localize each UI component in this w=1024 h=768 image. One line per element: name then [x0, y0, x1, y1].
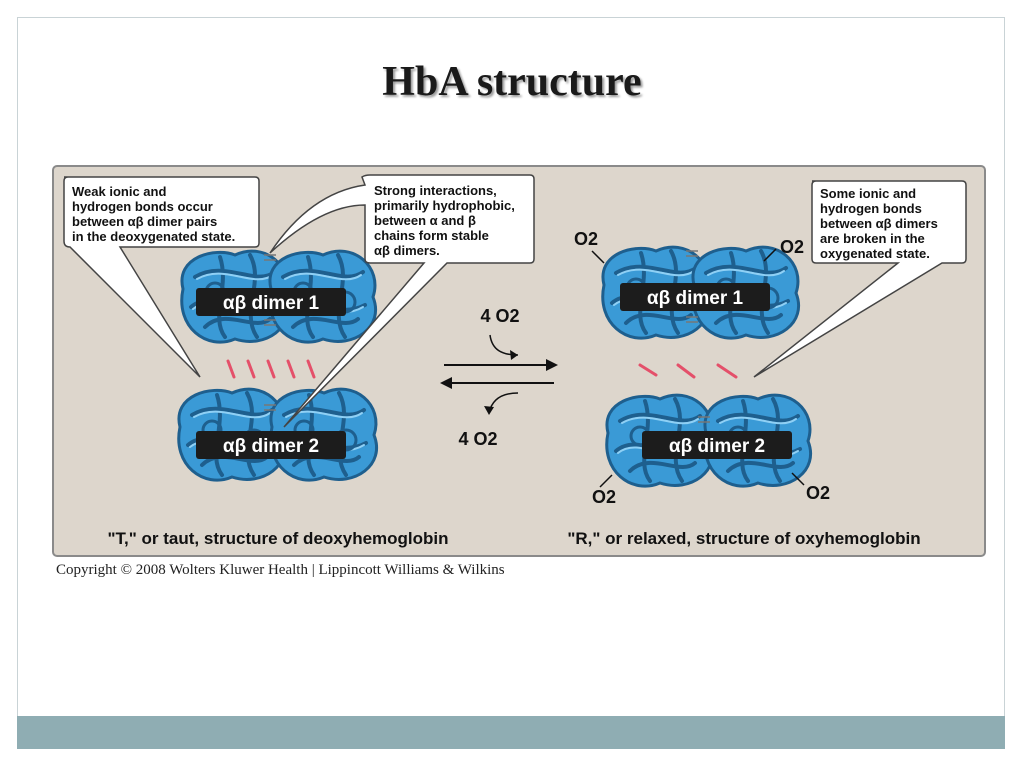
- callout-weak-bonds: Weak ionic and hydrogen bonds occur betw…: [63, 176, 260, 378]
- t-dimer1-label: αβ dimer 1: [223, 293, 320, 314]
- figure-svg: αβ dimer 1 αβ dimer 2 Weak ionic and hyd…: [52, 165, 986, 557]
- r-hydrophobic-interactions: [686, 250, 710, 423]
- r-dimer1-label-bg: [620, 283, 770, 311]
- t-hydrophobic-interactions: [264, 254, 276, 411]
- callout-strong-interactions: Strong interactions, primarily hydrophob…: [269, 174, 535, 428]
- o2-top-left: O2: [574, 229, 598, 249]
- equilibrium-arrows: 4 O2 4 O2: [440, 306, 558, 449]
- r-state-diagram: O2 O2 αβ dimer 1 αβ dimer 2 O2 O2: [574, 229, 830, 507]
- r-dimer2-label: αβ dimer 2: [669, 436, 765, 457]
- slide-title: HbA structure: [382, 59, 642, 105]
- forward-arrowhead: [546, 359, 558, 371]
- o2-bottom-left: O2: [592, 487, 616, 507]
- t-ionic-bonds: [226, 359, 316, 379]
- t-dimer2-label: αβ dimer 2: [223, 436, 319, 457]
- t-dimer2-label-bg: [196, 431, 346, 459]
- r-ionic-bonds: [638, 363, 738, 379]
- o2-top-right: O2: [780, 237, 804, 257]
- callout-broken-text: Some ionic and hydrogen bonds between αβ…: [820, 186, 941, 261]
- hemoglobin-figure: αβ dimer 1 αβ dimer 2 Weak ionic and hyd…: [52, 165, 986, 557]
- reverse-oxygen-label: 4 O2: [458, 429, 497, 449]
- caption-t-state: "T," or taut, structure of deoxyhemoglob…: [107, 529, 448, 548]
- t-dimer1-label-bg: [196, 288, 346, 316]
- copyright-notice: Copyright © 2008 Wolters Kluwer Health |…: [56, 562, 505, 578]
- r-dimer2-label-bg: [642, 431, 792, 459]
- callout-broken-bonds: Some ionic and hydrogen bonds between αβ…: [753, 180, 967, 378]
- callout-weak-text: Weak ionic and hydrogen bonds occur betw…: [72, 184, 235, 244]
- o2-bottom-right: O2: [806, 483, 830, 503]
- reverse-arrowhead: [440, 377, 452, 389]
- footer-bar: [17, 716, 1005, 749]
- t-state-diagram: αβ dimer 1 αβ dimer 2: [176, 249, 379, 483]
- forward-oxygen-label: 4 O2: [480, 306, 519, 326]
- callout-strong-text: Strong interactions, primarily hydrophob…: [374, 183, 518, 258]
- r-dimer1-label: αβ dimer 1: [647, 288, 744, 309]
- caption-r-state: "R," or relaxed, structure of oxyhemoglo…: [567, 529, 920, 548]
